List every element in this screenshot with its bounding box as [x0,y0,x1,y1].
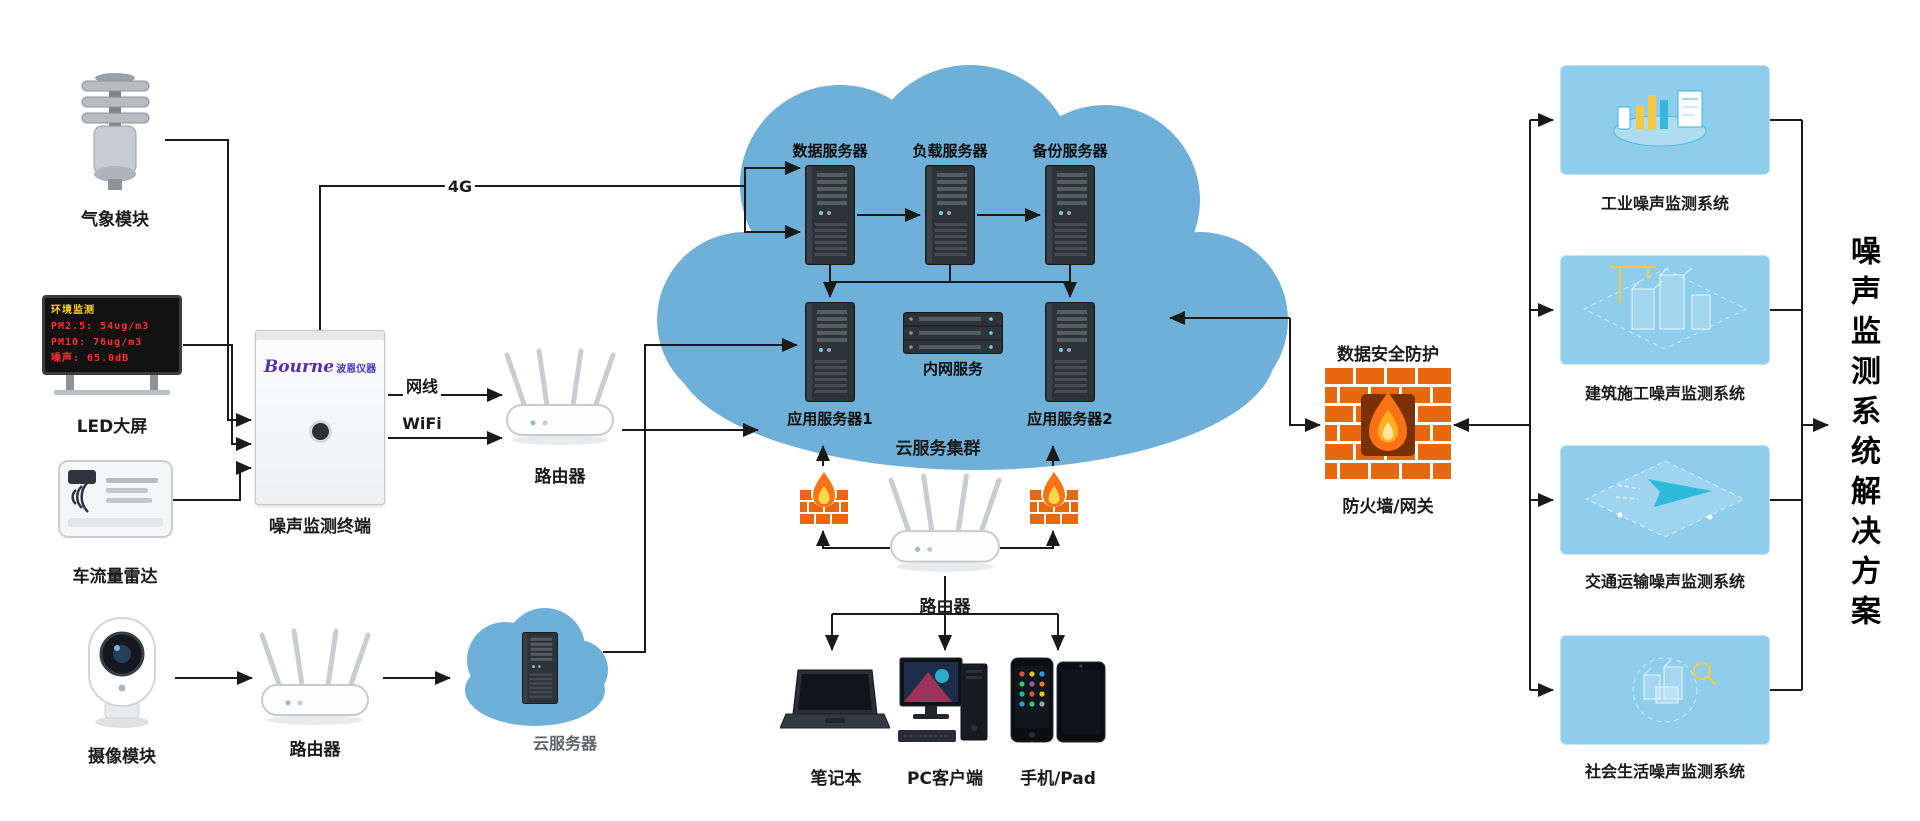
traffic-radar-icon [58,460,173,538]
intranet-rack-icon [903,312,1003,354]
app-server-1-label: 应用服务器1 [787,410,873,428]
router-edge-icon [250,625,380,735]
system-panel-construction [1560,255,1770,365]
system-construction-label: 建筑施工噪声监测系统 [1584,384,1746,403]
link-4g-label: 4G [444,177,476,196]
pc-client-icon [898,652,993,752]
mobile-devices-icon [1005,650,1110,752]
brand-cn: 波恩仪器 [336,364,377,375]
router-edge-label: 路由器 [289,740,341,760]
led-screen-label: LED大屏 [76,417,148,437]
link-ethernet-label: 网线 [402,373,442,397]
system-transport-label: 交通运输噪声监测系统 [1584,572,1746,591]
mobile-label: 手机/Pad [1020,769,1096,789]
firewall-small-1-icon [800,470,848,528]
laptop-icon [780,668,890,748]
backup-server-icon [1045,165,1095,265]
firewall-main-icon [1325,368,1451,480]
led-line: PM10: 76ug/m3 [51,337,143,348]
system-social-label: 社会生活噪声监测系统 [1584,762,1746,781]
app-server-2-icon [1045,302,1095,402]
system-panel-social [1560,635,1770,745]
led-line: PM2.5: 54ug/m3 [51,321,150,332]
firewall-small-2-icon [1030,470,1078,528]
app-server-1-icon [805,302,855,402]
transport-noise-art-icon [1584,460,1746,538]
backup-server-label: 备份服务器 [1032,142,1108,160]
led-line: 噪声: 65.0dB [51,353,130,364]
edge-cloud-server-icon [522,628,558,708]
load-server-label: 负载服务器 [912,142,988,160]
data-server-label: 数据服务器 [792,142,868,160]
firewall-gateway-label: 防火墙/网关 [1342,497,1434,517]
system-panel-industrial [1560,65,1770,175]
construction-noise-art-icon [1582,266,1748,350]
terminal-lock-icon [312,423,329,440]
traffic-radar-label: 车流量雷达 [72,567,158,587]
laptop-label: 笔记本 [810,769,862,789]
router-main-icon [495,345,625,455]
social-noise-art-icon [1632,657,1717,723]
noise-terminal-label: 噪声监测终端 [269,517,371,537]
weather-sensor-icon [68,70,163,195]
link-wifi-label: WiFi [399,414,445,433]
router-access-label: 路由器 [919,597,971,617]
cloud-cluster-label: 云服务集群 [895,439,981,459]
pc-client-label: PC客户端 [907,769,983,789]
led-line: 环境监测 [51,305,95,316]
brand-en: Bourne [263,357,335,377]
led-screen-display: 环境监测 PM2.5: 54ug/m3 PM10: 76ug/m3 噪声: 65… [42,295,182,375]
system-industrial-label: 工业噪声监测系统 [1600,194,1730,213]
solution-title: 噪声监测系统解决方案 [1845,235,1880,635]
security-title: 数据安全防护 [1337,345,1439,365]
industrial-noise-art-icon [1613,90,1707,147]
router-access-icon [877,470,1013,582]
camera-module-label: 摄像模块 [88,747,156,767]
router-main-label: 路由器 [534,467,586,487]
weather-module-label: 气象模块 [81,210,149,230]
intranet-label: 内网服务 [922,360,984,378]
data-server-icon [805,165,855,265]
load-server-icon [925,165,975,265]
app-server-2-label: 应用服务器2 [1027,410,1113,428]
led-screen-icon: 环境监测 PM2.5: 54ug/m3 PM10: 76ug/m3 噪声: 65… [42,295,182,405]
system-panel-transport [1560,445,1770,555]
edge-cloud-label: 云服务器 [532,734,598,753]
camera-icon [72,612,172,730]
